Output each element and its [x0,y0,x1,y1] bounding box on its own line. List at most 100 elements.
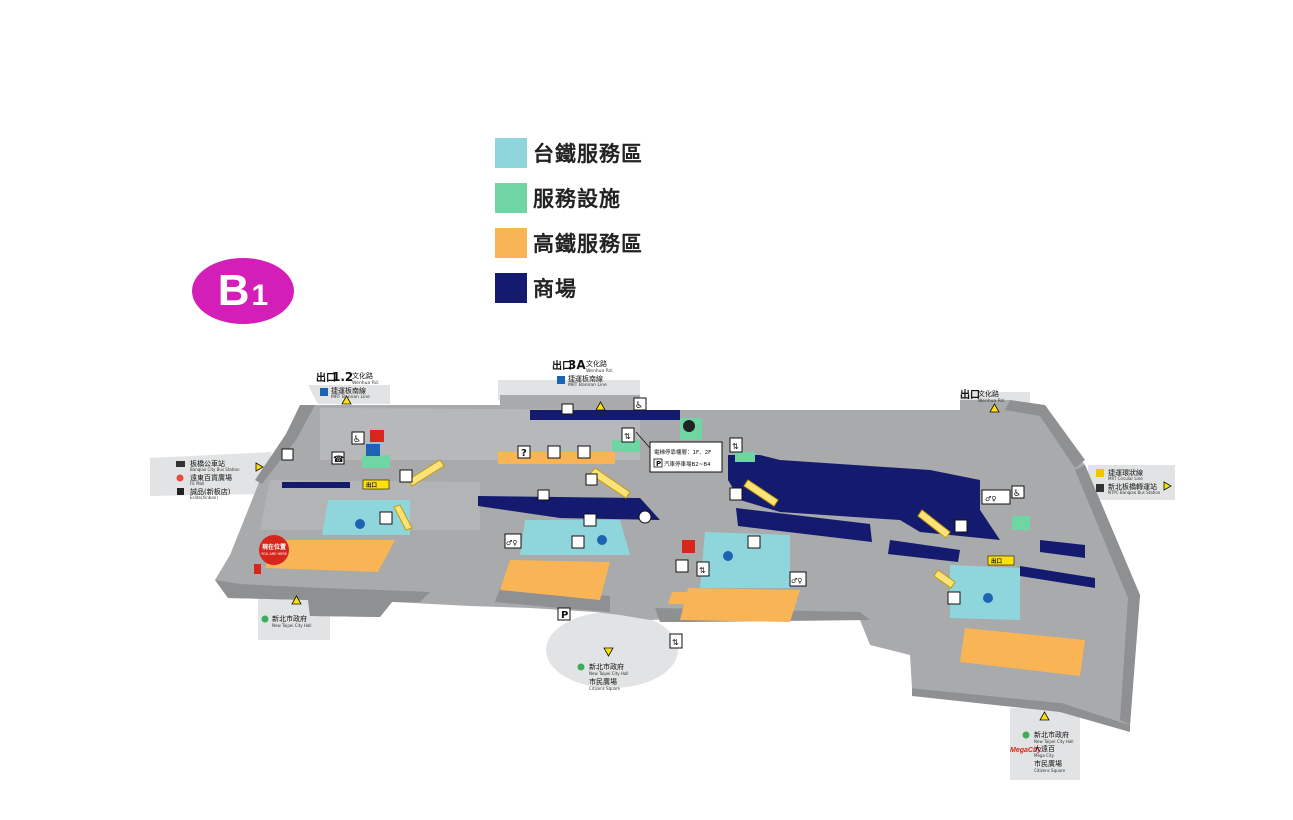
elevator-icon-north-glyph: ⇅ [624,432,631,441]
exit-1-2-number: 1.2 [332,370,353,384]
you-are-here-label: 現在位置 [262,543,286,551]
mrt-y-icon [1096,469,1104,477]
legend-item-hsr: 高鐵服務區 [495,228,643,258]
exit-3a-name: 文化路 [586,359,607,368]
mall-north [530,410,680,420]
south-east-name3: 市民廣場 [1034,759,1062,768]
west-mall1: 遠東百貨廣場 [190,473,232,482]
escalator-icon-7 [947,591,961,605]
west-mall1-en: FE Mall [190,481,204,486]
city-hall-icon-sw [261,615,269,623]
mall-mid-band-2 [888,540,960,562]
toilet-icon-nw-2 [366,444,380,456]
first-aid-icon [682,540,695,553]
exit-east-symbol: 出口 [960,388,980,401]
mall-east-strip [1040,540,1085,558]
exit-sign-west-text: 出口 [366,481,377,489]
east-line1: 捷運環狀線 [1108,468,1143,477]
city-hall-icon-sc [577,663,585,671]
wall-east [1075,465,1140,725]
exit-3a-line: 捷運板南線 [568,374,603,383]
escalator-sw [393,504,413,531]
south-center-name-en: New Taipei City Hall [589,671,629,676]
info-icon-glyph: ? [521,448,527,459]
outside-area-south-east [1010,708,1080,780]
escalators [393,459,956,589]
south-center-destination: 新北市政府 New Taipei City Hall 市民廣場 Citizens… [577,647,629,691]
legend-item-tra: 台鐵服務區 [495,138,643,168]
wall-north-west [255,405,315,484]
fe-mall-icon [176,474,184,482]
escalator-north-2 [589,467,631,499]
exit-signs: 出口 出口 [362,479,1015,566]
wall-north-east [1005,400,1085,468]
wall-south-east [912,688,1130,732]
toilet-icon-center-glyph: ♂♀ [506,539,517,547]
ticket-gate-icon-1 [355,519,365,529]
exit-1-2-line-en: MRT Bannan Line [331,394,370,400]
south-center-name2: 市民廣場 [589,677,617,686]
map-legend: 台鐵服務區 服務設施 高鐵服務區 商場 [495,138,643,318]
outside-area-e [1088,465,1175,500]
escalator-icon-6 [954,519,968,533]
toilet-icon-ne [981,489,1011,505]
escalator-icon-2 [379,511,393,525]
wifi-icon [638,510,652,524]
south-east-destination: 新北市政府 New Taipei City Hall MegaCity 大遠百 … [1010,711,1074,773]
exit-3a-name-en: Wenhua Rd. [586,368,613,374]
exit-3a-line-en: MRT Bannan Line [568,382,607,388]
south-west-destination: 新北市政府 New Taipei City Hall [261,595,312,628]
wall-south-west [215,580,430,617]
exit-1-2-name-en: Wenhua Rd. [352,380,379,386]
megacity-logo: MegaCity [1010,747,1042,754]
floor-badge-number: 1 [251,279,269,312]
west-mall2-en: Eslite(Xinban) [190,495,218,500]
mall-east-strip-2 [1020,566,1095,588]
elevator-icon-center [696,561,710,577]
legend-label-service: 服務設施 [533,187,621,211]
exit-1-2-symbol: 出口 [316,371,336,384]
exit-1-2-name: 文化路 [352,371,373,380]
hsr-strip-east [668,592,690,604]
floor-badge: B 1 [192,258,294,324]
ticket-gate-icon-3 [723,551,733,561]
bus-station-icon [1096,484,1104,492]
outside-area-nw [308,385,390,404]
legend-swatch-service [495,183,527,213]
east-destinations: 捷運環狀線 MRT Circular Line 新北板橋轉運站 NTPC Ban… [1096,468,1172,495]
shop-icon [561,403,574,415]
legend-swatch-hsr [495,228,527,258]
hsr-area-center [500,560,610,600]
east-line1-en: MRT Circular Line [1108,476,1143,481]
parking-icon [557,607,571,621]
exit-3a-symbol: 出口 [552,359,572,372]
legend-item-mall: 商場 [495,273,643,303]
escalator-icon-8 [729,487,743,501]
you-are-here-marker: 現在位置 YOU ARE HERE [254,535,289,574]
parking-icon-glyph: P [561,610,568,621]
mrt-bl-icon [320,388,328,396]
east-line2: 新北板橋轉運站 [1108,482,1157,491]
callout-parking-symbol: P [656,460,661,468]
toilet-icon-center [504,533,522,549]
exit-sign-west [362,479,390,490]
service-area-east [1012,516,1030,530]
tra-area-west [322,500,410,535]
toilet-icon-east [789,571,807,587]
elevator-icon-south [669,633,683,649]
you-are-here-person-icon [254,564,261,574]
you-are-here-label-en: YOU ARE HERE [261,552,287,556]
ticket-machine-icon [577,445,591,459]
phone-icon [331,451,345,465]
toilet-icon-east-glyph: ♂♀ [791,577,802,585]
exit-sign-east-text: 出口 [991,557,1002,565]
compass-icon [683,420,695,432]
escalator-icon-3 [583,513,597,527]
exit-east: 出口 文化路 Wenhua Rd. [960,388,1005,413]
ticket-gate-icon-4 [983,593,993,603]
accessible-icon-east [1011,485,1025,499]
east-line2-en: NTPC Banqiao Bus Station [1108,490,1161,495]
south-west-name: 新北市政府 [272,614,307,623]
elevator-icon-ne [729,437,743,453]
accessible-icon-north-glyph: ♿ [635,401,643,411]
